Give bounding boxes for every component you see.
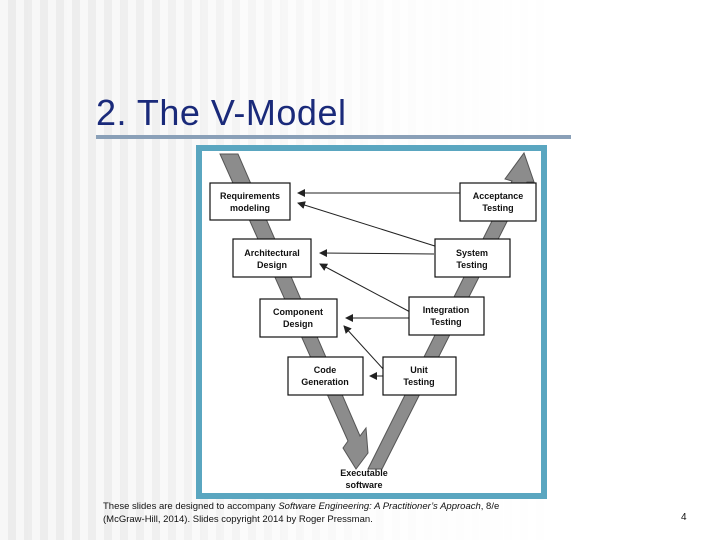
system-to-architectural-arrow — [319, 249, 435, 258]
unit-testing-line2: Testing — [403, 377, 434, 387]
requirements-modeling-line1: Requirements — [220, 191, 280, 201]
system-to-requirements-arrow — [297, 201, 439, 248]
executable-software-line2: software — [345, 480, 382, 490]
unit-testing-line1: Unit — [410, 365, 428, 375]
integration-to-architectural-arrow — [319, 263, 413, 314]
footer-text-2: , 8/e — [480, 501, 500, 512]
integration-testing-box: Integration Testing — [408, 296, 485, 336]
v-model-diagram: Requirements modeling Architectural Desi… — [202, 151, 541, 493]
component-design-line1: Component — [273, 307, 323, 317]
title-underline — [96, 135, 571, 139]
code-generation-line2: Generation — [301, 377, 349, 387]
unit-testing-box: Unit Testing — [382, 356, 457, 396]
code-generation-box: Code Generation — [287, 356, 364, 396]
integration-testing-line2: Testing — [430, 317, 461, 327]
acceptance-testing-line1: Acceptance — [473, 191, 524, 201]
architectural-design-box: Architectural Design — [232, 238, 312, 278]
architectural-design-line2: Design — [257, 260, 287, 270]
executable-software-line1: Executable — [340, 468, 388, 478]
integration-testing-line1: Integration — [423, 305, 470, 315]
component-design-box: Component Design — [259, 298, 338, 338]
footer-text-1: These slides are designed to accompany — [103, 501, 279, 512]
system-testing-box: System Testing — [434, 238, 511, 278]
v-model-svg: Requirements modeling Architectural Desi… — [209, 151, 537, 490]
architectural-design-line1: Architectural — [244, 248, 300, 258]
system-testing-line2: Testing — [456, 260, 487, 270]
requirements-modeling-box: Requirements modeling — [209, 182, 291, 221]
footer-line2: (McGraw-Hill, 2014). Slides copyright 20… — [103, 514, 373, 525]
footer-book-title: Software Engineering: A Practitioner’s A… — [278, 501, 481, 512]
unit-to-component-arrow — [343, 325, 386, 372]
system-testing-line1: System — [456, 248, 488, 258]
code-generation-line1: Code — [314, 365, 337, 375]
requirements-modeling-line2: modeling — [230, 203, 270, 213]
slide-footer: These slides are designed to accompany S… — [103, 500, 573, 526]
acceptance-testing-line2: Testing — [482, 203, 513, 213]
footer-line1: These slides are designed to accompany S… — [103, 500, 573, 513]
slide-title: 2. The V-Model — [96, 92, 347, 133]
component-design-line2: Design — [283, 319, 313, 329]
v-model-diagram-frame: Requirements modeling Architectural Desi… — [196, 145, 547, 499]
acceptance-testing-box: Acceptance Testing — [459, 182, 537, 222]
page-number: 4 — [681, 512, 687, 523]
